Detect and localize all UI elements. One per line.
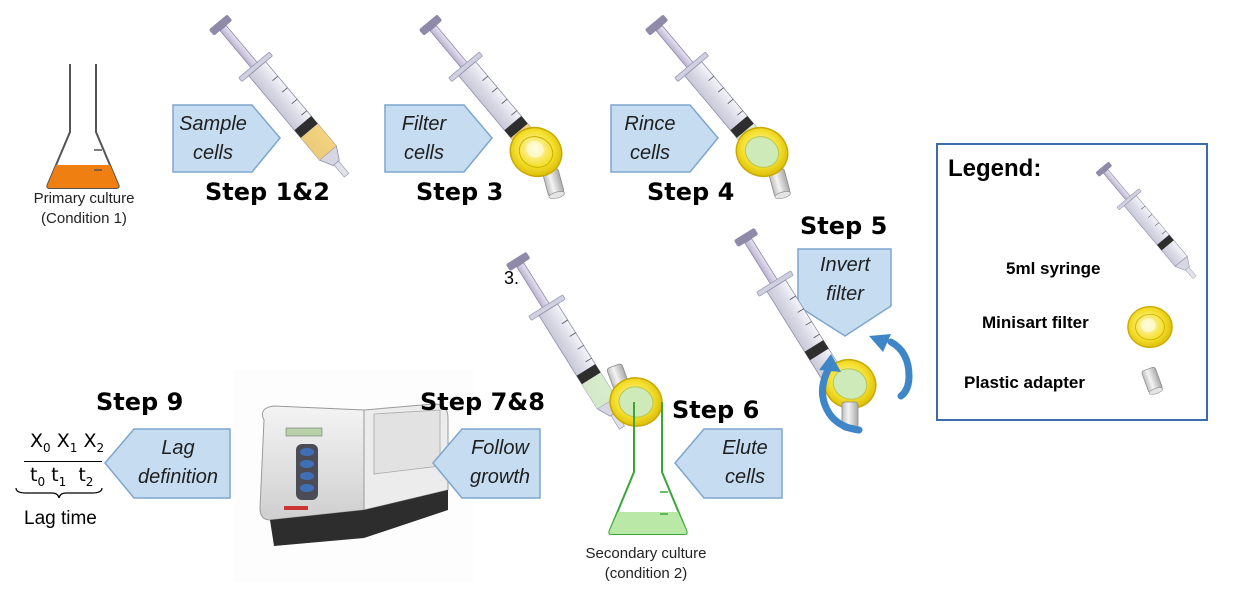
callout-filter-line1: Filter bbox=[401, 113, 447, 135]
legend-adapter-label: Plastic adapter bbox=[964, 373, 1085, 392]
callout-elute-line2: cells bbox=[724, 466, 765, 488]
callout-sample-text: Sample cells bbox=[172, 110, 254, 168]
step-4-title: Step 4 bbox=[647, 178, 735, 206]
secondary-culture-label: Secondary culture (condition 2) bbox=[566, 544, 726, 584]
callout-invert bbox=[797, 248, 892, 337]
syringe-rinse-icon bbox=[638, 8, 799, 201]
legend-syringe-icon bbox=[1090, 157, 1206, 287]
callout-invert-text: Invert filter bbox=[797, 251, 893, 309]
step-9-title: Step 9 bbox=[96, 388, 184, 416]
callout-filter-text: Filter cells bbox=[384, 110, 464, 168]
lag-fraction-bar bbox=[24, 461, 102, 462]
secondary-flask bbox=[608, 402, 688, 535]
spectrophotometer-icon bbox=[234, 370, 474, 582]
step-1-2-title: Step 1&2 bbox=[205, 178, 330, 206]
step-3-title: Step 3 bbox=[416, 178, 504, 206]
callout-rinse bbox=[610, 104, 719, 173]
legend-syringe-label: 5ml syringe bbox=[1006, 259, 1101, 278]
callout-rinse-line2: cells bbox=[629, 142, 670, 164]
step-6-title: Step 6 bbox=[672, 396, 760, 424]
legend-title: Legend: bbox=[948, 155, 1042, 182]
legend-adapter-icon bbox=[1140, 366, 1165, 397]
primary-culture-line2: (Condition 1) bbox=[41, 210, 127, 227]
callout-sample-line1: Sample bbox=[179, 113, 247, 135]
secondary-culture-line2: (condition 2) bbox=[604, 565, 688, 582]
callout-elute-text: Elute cells bbox=[704, 434, 786, 492]
stray-label: 3. bbox=[504, 268, 520, 288]
callout-lag-text: Lag definition bbox=[126, 434, 230, 492]
callout-filter bbox=[384, 104, 493, 173]
syringe-elute-icon bbox=[498, 246, 667, 439]
callout-invert-line2: filter bbox=[826, 283, 864, 305]
lag-x-values: X0 X1 X2 bbox=[30, 430, 105, 455]
lag-time-label: Lag time bbox=[24, 508, 97, 529]
callout-follow-line2: growth bbox=[469, 466, 531, 488]
legend-panel: Legend: 5ml syringe Minisart filter Plas… bbox=[936, 143, 1208, 421]
callout-filter-line2: cells bbox=[403, 142, 444, 164]
syringe-filter-icon bbox=[412, 8, 573, 201]
callout-elute bbox=[674, 428, 783, 499]
rotate-arrows-icon bbox=[819, 334, 913, 434]
callout-elute-line1: Elute bbox=[722, 437, 768, 459]
step-7-8-title: Step 7&8 bbox=[420, 388, 545, 416]
step-5-title: Step 5 bbox=[800, 212, 888, 240]
primary-culture-label: Primary culture (Condition 1) bbox=[14, 189, 154, 229]
callout-follow-growth-text: Follow growth bbox=[458, 434, 542, 492]
callout-follow-line1: Follow bbox=[471, 437, 529, 459]
syringe-sample-icon bbox=[202, 8, 363, 189]
callout-invert-line1: Invert bbox=[819, 254, 871, 276]
primary-culture-line1: Primary culture bbox=[33, 190, 135, 207]
callout-rinse-line1: Rince bbox=[624, 113, 676, 135]
secondary-culture-line1: Secondary culture bbox=[585, 545, 707, 562]
callout-lag-line1: Lag bbox=[161, 437, 195, 459]
callout-lag-definition bbox=[104, 428, 231, 499]
callout-follow-growth bbox=[432, 428, 541, 499]
primary-flask bbox=[46, 64, 120, 189]
legend-filter-icon bbox=[1127, 305, 1173, 349]
callout-sample-line2: cells bbox=[192, 142, 233, 164]
legend-filter-label: Minisart filter bbox=[982, 313, 1089, 332]
callout-rinse-text: Rince cells bbox=[610, 110, 690, 168]
lag-brace bbox=[15, 487, 103, 499]
callout-lag-line2: definition bbox=[137, 466, 219, 488]
callout-sample bbox=[172, 104, 281, 173]
lag-t-values: t0 t1 t2 bbox=[30, 464, 94, 489]
